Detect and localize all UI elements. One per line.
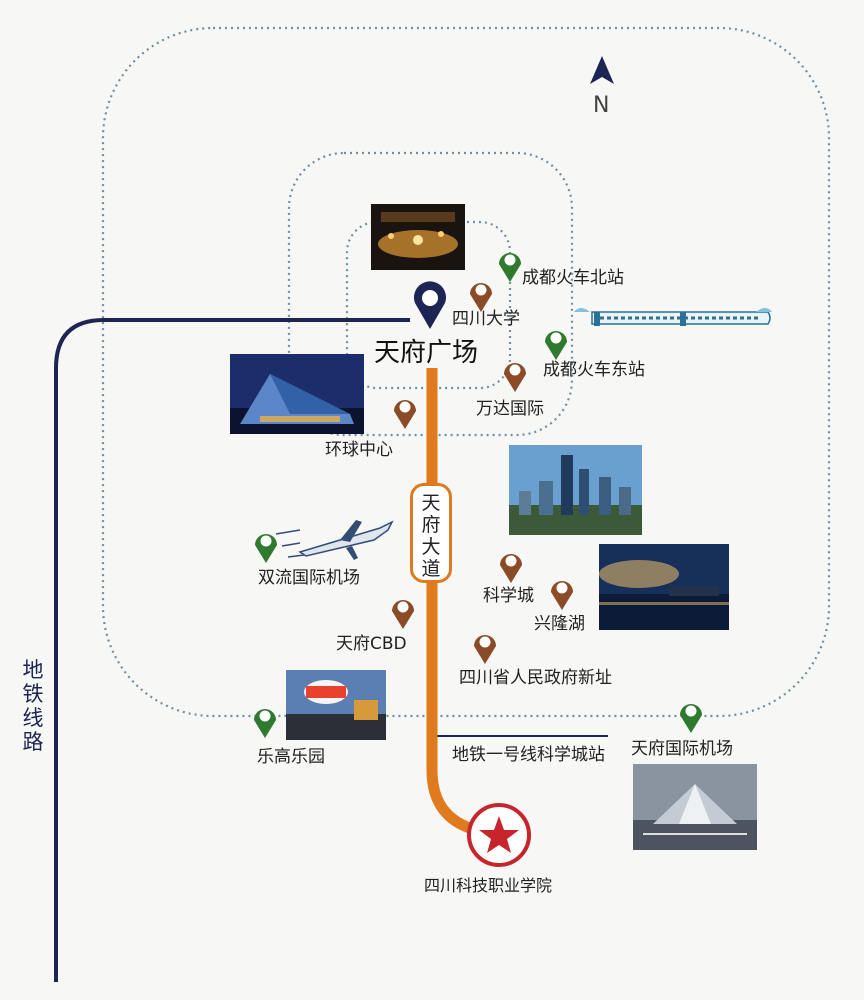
center-label: 天府广场 bbox=[374, 338, 479, 368]
north-arrow-icon bbox=[590, 56, 614, 84]
pin-chengdu-east-station-icon bbox=[543, 326, 569, 366]
label-science-city: 科学城 bbox=[483, 586, 534, 606]
outer-ring-road bbox=[101, 26, 831, 718]
pin-chengdu-north-station-icon bbox=[497, 248, 523, 288]
train-illustration bbox=[574, 308, 772, 326]
pin-tianfu-airport-icon bbox=[678, 699, 704, 739]
photo-xinglong-lake bbox=[599, 544, 729, 630]
pin-global-center-icon bbox=[392, 395, 418, 435]
pin-xinglong-lake-icon bbox=[549, 576, 575, 616]
label-wanda-international: 万达国际 bbox=[476, 399, 544, 419]
photo-tianfu-square bbox=[371, 204, 465, 270]
label-provincial-gov: 四川省人民政府新址 bbox=[459, 668, 612, 688]
destination-star-icon bbox=[466, 802, 532, 872]
tianfu-avenue-path bbox=[426, 368, 478, 836]
photo-science-city-skyline bbox=[509, 445, 642, 535]
center-location-pin-icon bbox=[412, 281, 448, 335]
destination-label: 四川科技职业学院 bbox=[424, 876, 553, 895]
label-metro-line1-station: 地铁一号线科学城站 bbox=[452, 745, 605, 765]
pin-provincial-gov-icon bbox=[472, 630, 498, 670]
pin-science-city-icon bbox=[498, 549, 524, 589]
metro-line-path bbox=[54, 318, 410, 982]
north-label: N bbox=[593, 93, 610, 118]
label-chengdu-east-station: 成都火车东站 bbox=[543, 360, 645, 380]
photo-global-center bbox=[230, 354, 364, 434]
avenue-label: 天府大道 bbox=[421, 492, 441, 580]
label-shuangliu-airport: 双流国际机场 bbox=[258, 568, 360, 588]
label-legoland: 乐高乐园 bbox=[257, 747, 325, 767]
avenue-label-box: 天府大道 bbox=[410, 483, 452, 583]
pin-legoland-icon bbox=[252, 704, 278, 744]
label-chengdu-north-station: 成都火车北站 bbox=[522, 268, 624, 288]
pin-sichuan-university-icon bbox=[468, 278, 494, 318]
label-tianfu-airport: 天府国际机场 bbox=[631, 739, 733, 759]
label-xinglong-lake: 兴隆湖 bbox=[534, 614, 585, 634]
pin-tianfu-cbd-icon bbox=[390, 595, 416, 635]
label-global-center: 环球中心 bbox=[325, 440, 393, 460]
pin-shuangliu-airport-icon bbox=[253, 529, 279, 569]
metro-line-label: 地铁线路 bbox=[22, 658, 44, 754]
pin-wanda-international-icon bbox=[502, 358, 528, 398]
label-tianfu-cbd: 天府CBD bbox=[336, 634, 407, 654]
photo-legoland bbox=[286, 670, 386, 740]
photo-tianfu-airport bbox=[633, 764, 757, 850]
airplane-illustration bbox=[275, 520, 394, 560]
label-sichuan-university: 四川大学 bbox=[452, 309, 520, 329]
